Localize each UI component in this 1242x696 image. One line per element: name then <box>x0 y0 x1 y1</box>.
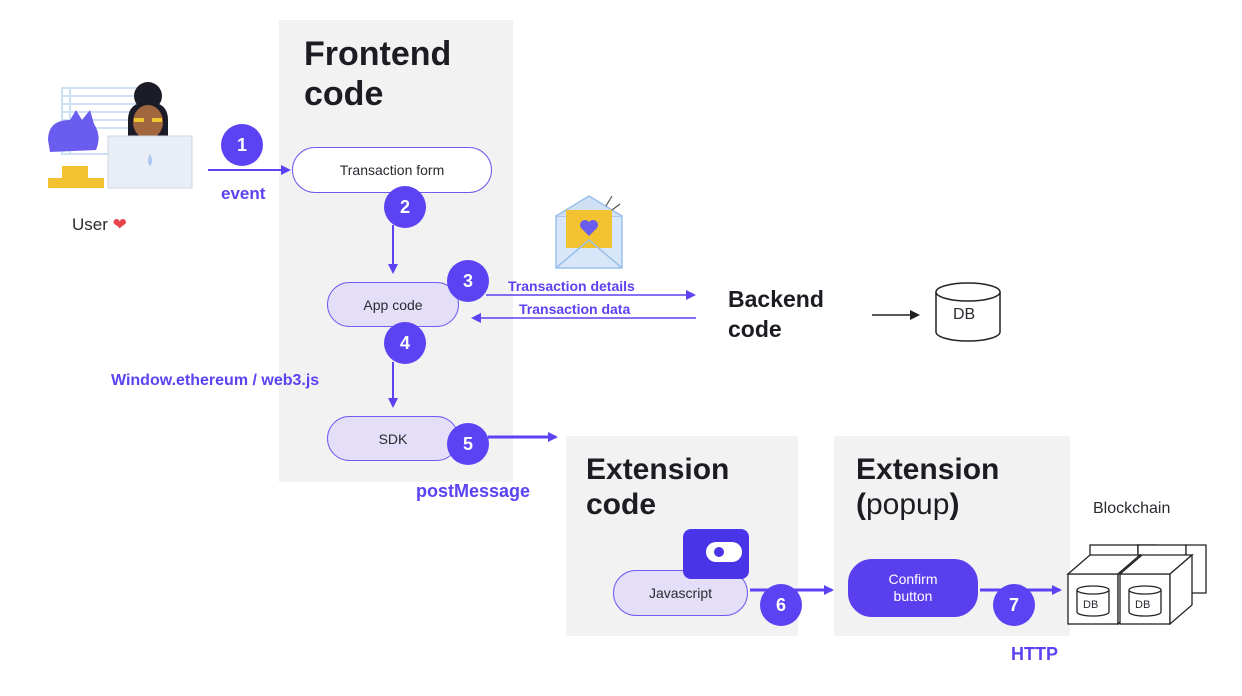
step-badge-7: 7 <box>993 584 1035 626</box>
javascript-label: Javascript <box>648 585 713 601</box>
sdk-label: SDK <box>378 430 408 447</box>
step-badge-3: 3 <box>447 260 489 302</box>
step-badge-2: 2 <box>384 186 426 228</box>
transaction-form-node: Transaction form <box>292 147 492 193</box>
extension-popup-title: Extension (popup) <box>856 453 1000 522</box>
blockchain-db2-label: DB <box>1135 599 1151 611</box>
blockchain-label: Blockchain <box>1093 500 1171 517</box>
transaction-form-label: Transaction form <box>339 162 445 178</box>
laptop-icon <box>107 135 193 189</box>
extension-code-title: Extension code <box>586 453 730 522</box>
db-label: DB <box>953 306 976 323</box>
user-illustration <box>48 82 193 189</box>
step-badge-6: 6 <box>760 584 802 626</box>
blockchain-cubes-icon <box>1066 544 1207 626</box>
step-badge-4: 4 <box>384 322 426 364</box>
post-message-label: postMessage <box>416 481 531 501</box>
javascript-node: Javascript <box>613 570 748 616</box>
app-code-node: App code <box>327 282 459 327</box>
heart-icon: ❤ <box>112 215 127 234</box>
desk-icon <box>48 166 104 188</box>
sdk-node: SDK <box>327 416 459 461</box>
event-label: event <box>221 184 266 203</box>
step-badge-5: 5 <box>447 423 489 465</box>
http-label: HTTP <box>1011 644 1058 664</box>
blockchain-db1-label: DB <box>1083 599 1099 611</box>
envelope-icon <box>555 195 623 269</box>
window-ethereum-label: Window.ethereum / web3.js <box>111 372 320 389</box>
transaction-data-label: Transaction data <box>519 301 631 317</box>
user-label: User ❤ <box>72 215 127 234</box>
person-icon <box>128 82 168 150</box>
confirm-button-line1: Confirm <box>888 571 938 588</box>
transaction-details-label: Transaction details <box>508 278 635 294</box>
confirm-button-line2: button <box>893 588 933 604</box>
app-code-label: App code <box>363 296 423 313</box>
cat-icon <box>48 110 99 152</box>
step-badge-1: 1 <box>221 124 263 166</box>
confirm-button[interactable]: Confirm button <box>848 559 978 617</box>
frontend-title: Frontend code <box>304 35 452 114</box>
backend-title: Backend code <box>728 286 824 342</box>
